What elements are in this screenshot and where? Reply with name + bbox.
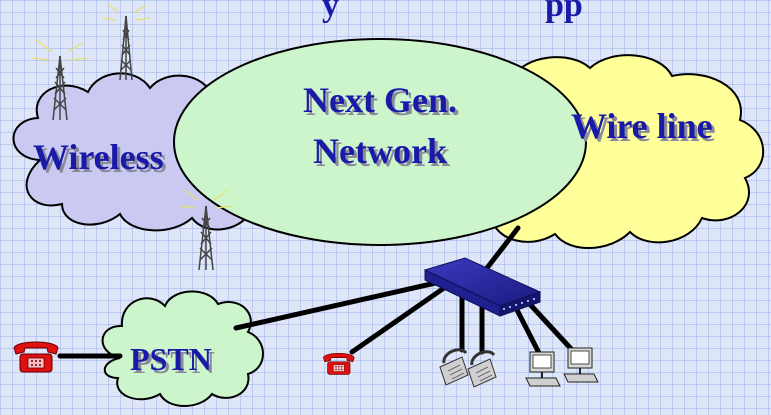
wireless-label: Wireless Wireless	[33, 137, 167, 180]
desk-phone-icon	[439, 348, 469, 386]
svg-text:Network: Network	[316, 134, 450, 174]
svg-text:Next Gen.: Next Gen.	[306, 83, 460, 123]
connection-lines	[57, 225, 577, 359]
next-gen-label: Next Gen. Next Gen. Network Network	[303, 80, 460, 174]
telephone-icon	[323, 353, 355, 375]
link-pstn-hub	[233, 279, 443, 331]
title-fragment-right: pp	[545, 0, 583, 24]
link-hub-computer-2	[523, 297, 577, 355]
svg-text:Next Gen.: Next Gen.	[303, 80, 457, 120]
desk-phone-icon	[467, 350, 497, 388]
radio-tower-icon	[31, 39, 89, 121]
wire-line-label: Wire line Wire line	[571, 106, 716, 149]
pstn-cloud	[101, 290, 264, 407]
svg-text:Wireless: Wireless	[33, 137, 164, 177]
svg-text:Wire line: Wire line	[574, 109, 716, 149]
svg-text:PSTN: PSTN	[130, 341, 212, 377]
svg-text:PSTN: PSTN	[133, 344, 215, 380]
computer-icon	[525, 351, 561, 387]
network-switch-icon	[423, 257, 542, 317]
link-hub-computer-1	[511, 301, 543, 358]
computer-icon	[563, 347, 599, 383]
svg-text:Wireless: Wireless	[36, 140, 167, 180]
link-hub-wire-line	[484, 225, 521, 271]
next-gen-network-ellipse	[173, 38, 587, 246]
telephone-icon	[13, 341, 59, 373]
svg-text:Network: Network	[313, 131, 447, 171]
title-fragment: y	[322, 0, 339, 24]
pstn-label: PSTN PSTN	[130, 341, 215, 380]
radio-tower-icon	[179, 189, 233, 271]
radio-tower-icon	[101, 3, 151, 81]
svg-text:Wire line: Wire line	[571, 106, 713, 146]
link-hub-phone	[349, 285, 447, 355]
